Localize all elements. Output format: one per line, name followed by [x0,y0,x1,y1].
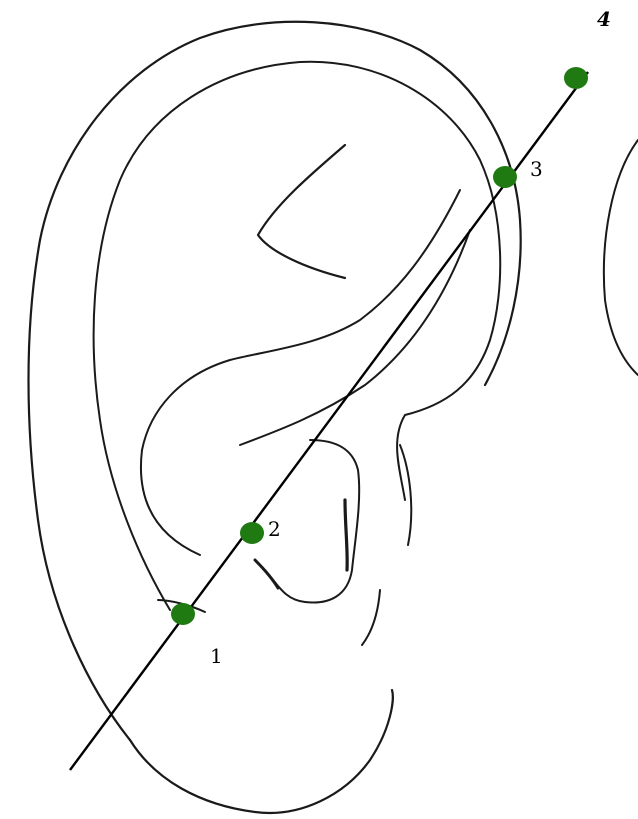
ear-helix-inner [94,62,501,610]
point-2-marker [240,522,264,544]
ear-intertragic-notch [255,560,278,588]
reference-points [171,67,588,625]
point-3-marker [493,166,517,188]
ear-lobule [130,690,393,813]
point-3-label: 3 [530,157,543,181]
adjacent-contour [604,140,638,375]
ear-outline [29,22,638,813]
point-4-label: 4 [597,7,611,31]
ear-tragus [345,500,347,570]
point-labels: 1 2 3 4 [210,7,611,668]
ear-helix-outer [29,22,521,740]
point-1-label: 1 [210,644,223,668]
ear-antihelix-lower [240,230,470,445]
point-2-label: 2 [268,517,281,541]
point-4-marker [564,67,588,89]
ear-cheek-stroke-1 [400,445,411,545]
point-1-marker [171,603,195,625]
ear-antihelix-body [141,190,460,555]
ear-antihelix-upper [258,145,345,278]
ear-cheek-stroke-2 [362,590,380,645]
